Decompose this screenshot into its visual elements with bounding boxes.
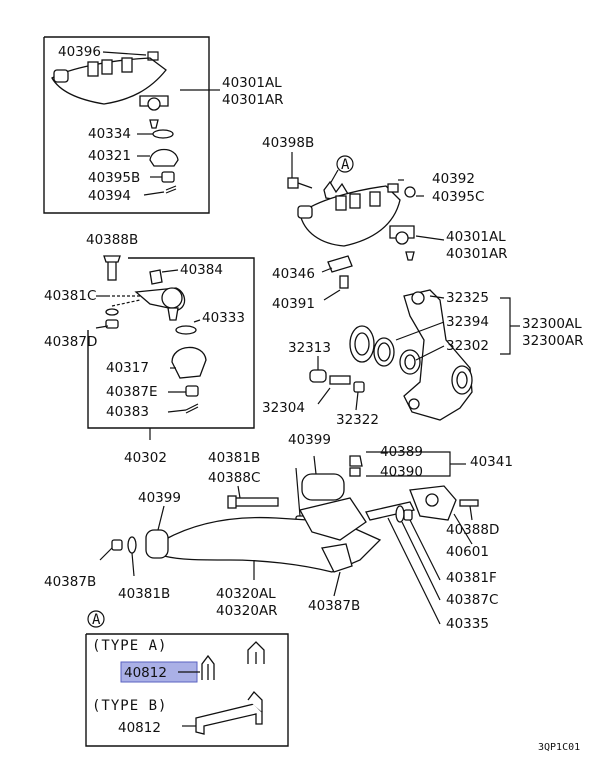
label-40320ar: 40320AR [216, 603, 278, 619]
label-40389: 40389 [380, 444, 423, 460]
highlight-40812 [121, 662, 197, 682]
label-40301ar-1: 40301AR [222, 92, 284, 108]
label-40381f: 40381F [446, 570, 497, 586]
label-40391: 40391 [272, 296, 315, 312]
label-40381b-1: 40381B [208, 450, 260, 466]
label-40812-highlighted[interactable]: 40812 [124, 665, 167, 681]
knuckle-assembly [309, 289, 520, 421]
label-40392: 40392 [432, 171, 475, 187]
lower-ball-joint-box [87, 255, 255, 440]
label-40601: 40601 [446, 544, 489, 560]
label-40317: 40317 [106, 360, 149, 376]
label-40387e: 40387E [106, 384, 157, 400]
label-32325: 32325 [446, 290, 489, 306]
label-40321: 40321 [88, 148, 131, 164]
label-40399-2: 40399 [138, 490, 181, 506]
ref-mark-a-bottom: A [92, 612, 101, 628]
label-32300ar: 32300AR [522, 333, 584, 349]
label-40388d: 40388D [446, 522, 499, 538]
label-40387b-1: 40387B [44, 574, 96, 590]
label-40388c: 40388C [208, 470, 260, 486]
label-40394: 40394 [88, 188, 131, 204]
label-40387b-2: 40387B [308, 598, 360, 614]
label-40341: 40341 [470, 454, 513, 470]
label-40398b: 40398B [262, 135, 314, 151]
type-b-label: (TYPE B) [92, 698, 167, 714]
label-32322: 32322 [336, 412, 379, 428]
label-40333: 40333 [202, 310, 245, 326]
clip-detail-box [85, 610, 289, 747]
label-40301al-2: 40301AL [446, 229, 506, 245]
label-40334: 40334 [88, 126, 131, 142]
label-32300al: 32300AL [522, 316, 582, 332]
label-40399-1: 40399 [288, 432, 331, 448]
upper-arm-assembly-box [43, 36, 220, 214]
label-40301al-1: 40301AL [222, 75, 282, 91]
label-40302: 40302 [124, 450, 167, 466]
ref-mark-a-top: A [341, 157, 350, 173]
upper-arm-installed [287, 152, 445, 301]
label-40301ar-2: 40301AR [446, 246, 508, 262]
label-40346: 40346 [272, 266, 315, 282]
label-40388b: 40388B [86, 232, 138, 248]
label-40320al: 40320AL [216, 586, 276, 602]
label-40387c: 40387C [446, 592, 498, 608]
label-40335: 40335 [446, 616, 489, 632]
label-40381c: 40381C [44, 288, 96, 304]
type-a-label: (TYPE A) [92, 638, 167, 654]
label-40395b: 40395B [88, 170, 140, 186]
label-40381b-2: 40381B [118, 586, 170, 602]
label-40383: 40383 [106, 404, 149, 420]
label-32313: 32313 [288, 340, 331, 356]
label-32302: 32302 [446, 338, 489, 354]
label-40812-type-b: 40812 [118, 720, 161, 736]
label-40387d: 40387D [44, 334, 97, 350]
drawing-code: 3QP1C01 [538, 742, 580, 753]
lower-arm-assembly [99, 451, 479, 625]
label-32304: 32304 [262, 400, 305, 416]
label-40384: 40384 [180, 262, 223, 278]
label-40395c: 40395C [432, 189, 484, 205]
label-40390: 40390 [380, 464, 423, 480]
label-32394: 32394 [446, 314, 489, 330]
label-40396: 40396 [58, 44, 101, 60]
